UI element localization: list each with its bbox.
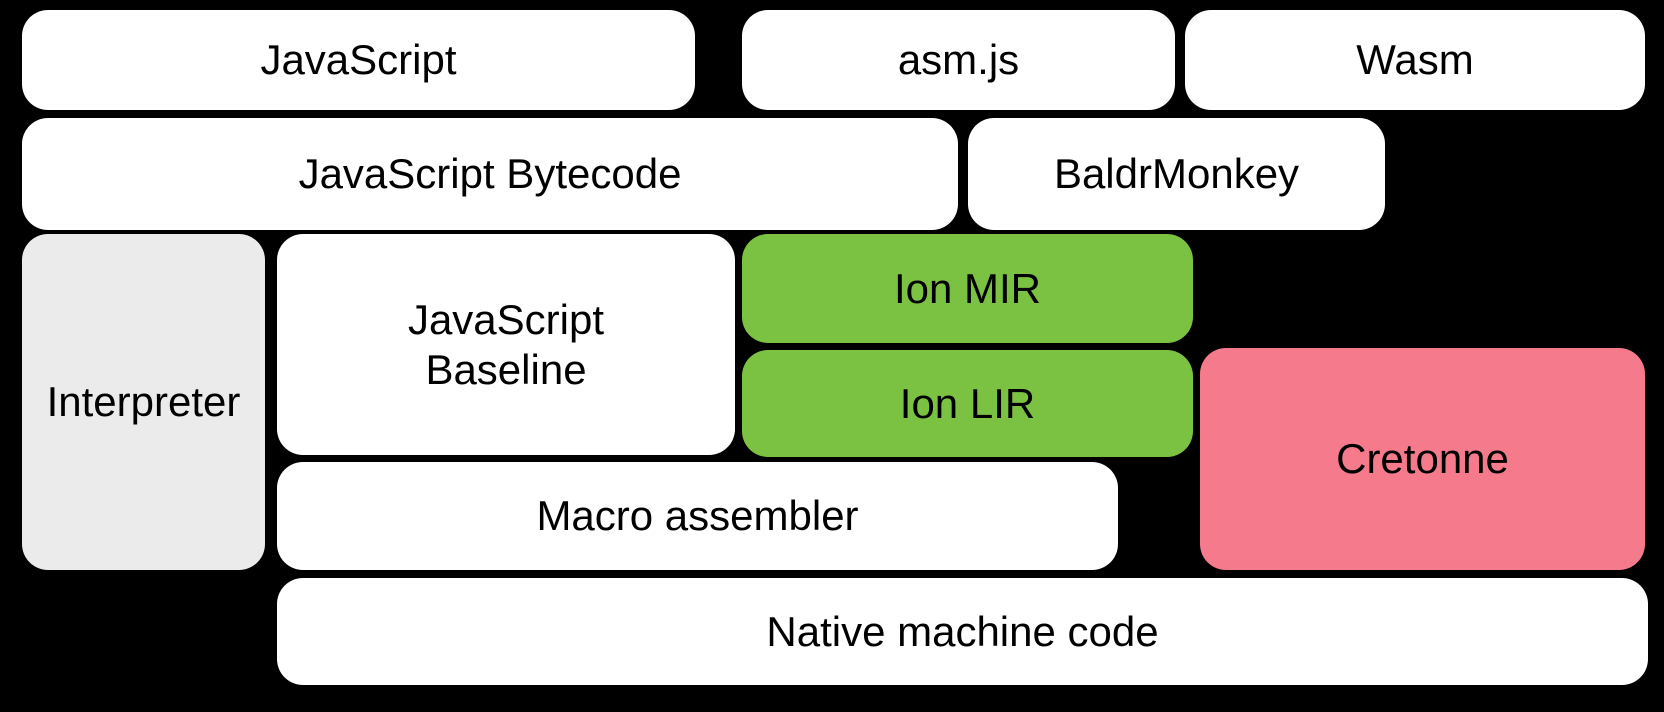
node-javascript-bytecode: JavaScript Bytecode: [22, 118, 958, 230]
node-native-machine-code: Native machine code: [277, 578, 1648, 685]
node-interpreter: Interpreter: [22, 234, 265, 570]
node-asm-js: asm.js: [742, 10, 1175, 110]
node-cretonne: Cretonne: [1200, 348, 1645, 570]
node-ion-mir: Ion MIR: [742, 234, 1193, 343]
node-javascript-baseline: JavaScript Baseline: [277, 234, 735, 455]
node-ion-lir: Ion LIR: [742, 350, 1193, 457]
node-macro-assembler: Macro assembler: [277, 462, 1118, 570]
node-javascript: JavaScript: [22, 10, 695, 110]
node-baldrmonkey: BaldrMonkey: [968, 118, 1385, 230]
node-wasm: Wasm: [1185, 10, 1645, 110]
